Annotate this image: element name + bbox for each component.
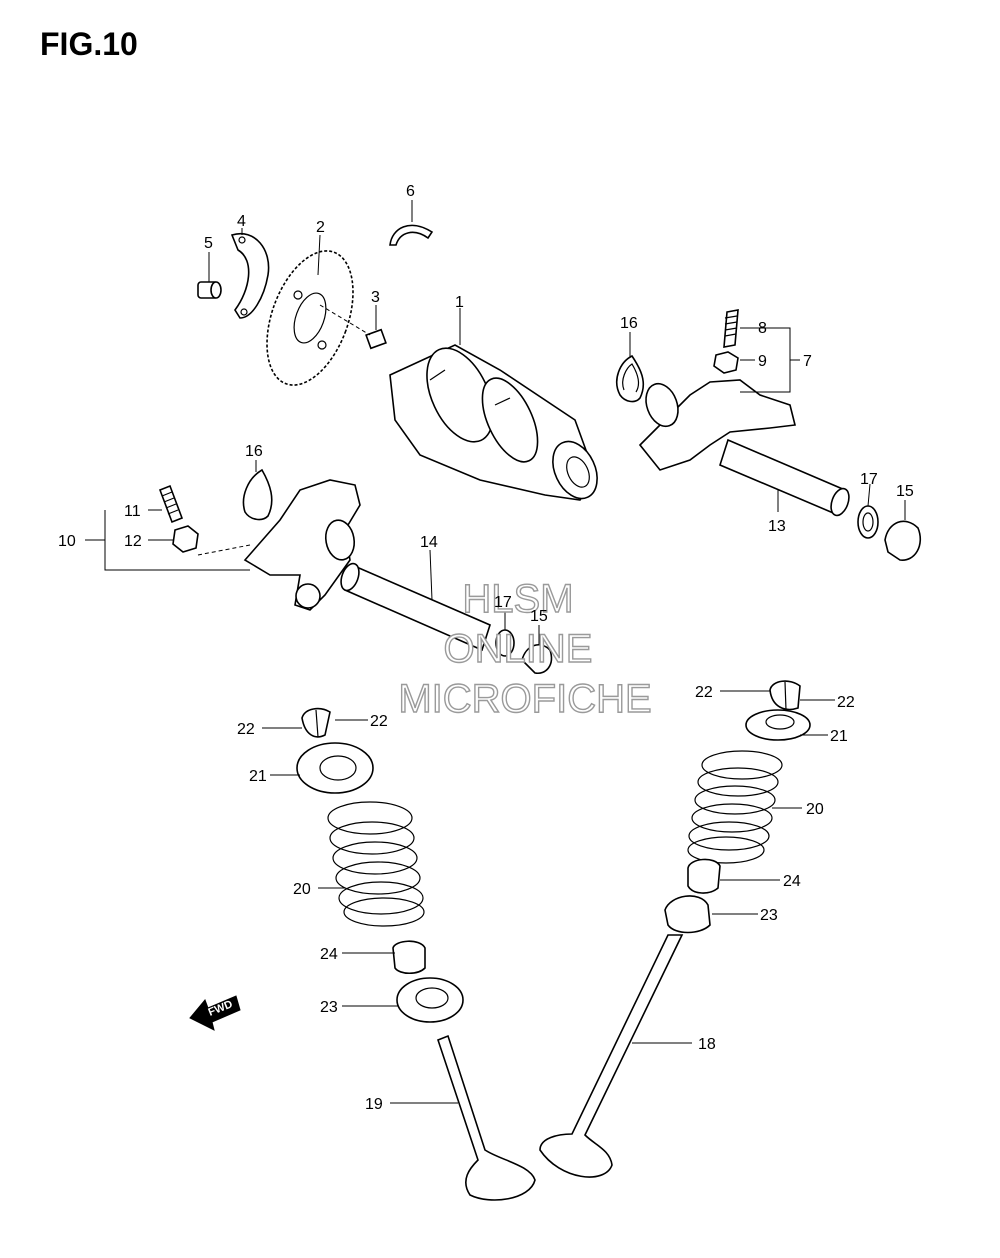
valve-left (437, 1034, 536, 1201)
watermark-line-2: ONLINE (444, 627, 593, 671)
bolt (197, 281, 222, 299)
callout-17-right: 17 (860, 471, 878, 488)
callout-1: 1 (455, 294, 464, 311)
rocker-shaft-left (340, 562, 491, 652)
callout-13: 13 (768, 518, 786, 535)
valve-right (539, 934, 684, 1178)
callout-12: 12 (124, 533, 142, 550)
callout-4: 4 (237, 213, 246, 230)
spring-clip-left (242, 468, 273, 521)
callout-24-right: 24 (783, 873, 801, 890)
valve-spring-right (687, 750, 783, 864)
callout-22-left-a: 22 (237, 721, 255, 738)
callout-20-left: 20 (293, 881, 311, 898)
camshaft (389, 344, 598, 501)
cotter-left (301, 707, 331, 738)
callout-24-left: 24 (320, 946, 338, 963)
watermark: HLSM ONLINE MICROFICHE (398, 576, 653, 721)
cotter-right (769, 680, 801, 711)
spring-retainer-right (745, 709, 811, 741)
valve-seal-right (687, 858, 721, 894)
rocker-arm-right (638, 379, 796, 471)
callout-22-left-b: 22 (370, 713, 388, 730)
lock-nut (713, 351, 739, 374)
spring-clip (616, 354, 645, 403)
callout-8: 8 (758, 320, 767, 337)
circlip (389, 224, 434, 246)
fwd-arrow-icon: FWD (189, 995, 241, 1031)
callout-20-right: 20 (806, 801, 824, 818)
spring-seat-left (396, 977, 464, 1023)
spring-seat-right (664, 895, 711, 934)
watermark-line-3: MICROFICHE (398, 677, 651, 721)
adjuster-screw-left (158, 484, 184, 524)
callout-22-right-a: 22 (695, 684, 713, 701)
callout-7: 7 (803, 353, 812, 370)
valve-spring-left (327, 801, 425, 927)
shaft-plug (884, 520, 922, 561)
callout-15-left: 15 (530, 608, 548, 625)
wave-washer (857, 505, 879, 539)
callout-17-left: 17 (494, 594, 512, 611)
watermark-line-1: HLSM (462, 577, 573, 621)
leader-lines (85, 200, 906, 1104)
callout-2: 2 (316, 219, 325, 236)
callout-19: 19 (365, 1096, 383, 1113)
callout-15-right: 15 (896, 483, 914, 500)
shaft-plug-left (521, 644, 553, 675)
lock-nut-left (172, 525, 199, 553)
callout-11: 11 (124, 503, 141, 520)
rocker-shaft (719, 438, 850, 517)
spring-retainer-left (296, 742, 374, 794)
callout-23-left: 23 (320, 999, 338, 1016)
figure-title: FIG.10 (40, 26, 138, 62)
callout-16-left: 16 (245, 443, 263, 460)
adjuster-screw (723, 309, 739, 348)
callout-6: 6 (406, 183, 415, 200)
callout-16-right: 16 (620, 315, 638, 332)
callout-3: 3 (371, 289, 380, 306)
callout-21-left: 21 (249, 768, 267, 785)
callout-9: 9 (758, 353, 767, 370)
callout-18: 18 (698, 1036, 716, 1053)
retainer-plate (230, 232, 270, 319)
cam-sprocket (266, 250, 354, 386)
callout-14: 14 (420, 534, 438, 551)
rocker-arm-left (243, 479, 361, 611)
callout-10: 10 (58, 533, 76, 550)
callout-5: 5 (204, 235, 213, 252)
callout-21-right: 21 (830, 728, 848, 745)
callout-labels: 1 2 3 4 5 6 7 8 9 10 11 12 13 14 15 16 1… (58, 183, 914, 1113)
dowel-pin (319, 304, 387, 350)
callout-23-right: 23 (760, 907, 778, 924)
valve-seal-left (392, 940, 426, 975)
callout-22-right-b: 22 (837, 694, 855, 711)
